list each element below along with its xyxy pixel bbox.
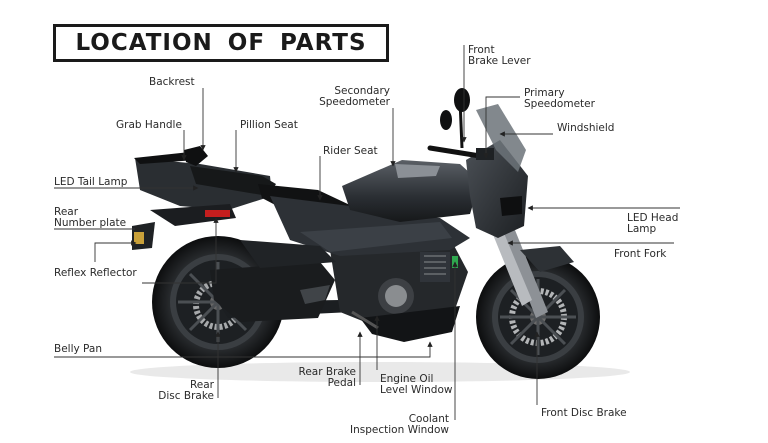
label-coolant-inspection-window: Coolant Inspection Window bbox=[340, 414, 449, 436]
label-engine-oil-line1: Engine Oil bbox=[380, 373, 434, 385]
label-belly-pan: Belly Pan bbox=[54, 343, 102, 355]
label-secondary-speedometer: Secondary Speedometer bbox=[316, 86, 390, 108]
label-secondary-speedometer-line2: Speedometer bbox=[319, 96, 390, 108]
rear-brake-pedal-shape bbox=[351, 310, 379, 330]
label-windshield: Windshield bbox=[557, 122, 615, 134]
label-pillion-seat: Pillion Seat bbox=[240, 119, 298, 131]
label-engine-oil-line2: Level Window bbox=[380, 384, 453, 396]
title-box: LOCATION OF PARTS bbox=[53, 24, 389, 62]
label-coolant-line1: Coolant bbox=[408, 413, 449, 425]
engine bbox=[330, 238, 468, 328]
label-secondary-speedometer-line1: Secondary bbox=[334, 85, 390, 97]
motorcycle-illustration bbox=[130, 88, 630, 382]
label-led-head-lamp: LED Head Lamp bbox=[627, 213, 678, 235]
label-led-tail-lamp: LED Tail Lamp bbox=[54, 176, 128, 188]
label-rear-brake-pedal-line2: Pedal bbox=[327, 377, 356, 389]
label-rear-brake-pedal-line1: Rear Brake bbox=[298, 366, 357, 378]
label-primary-speedometer: Primary Speedometer bbox=[524, 88, 595, 110]
label-led-head-lamp-line1: LED Head bbox=[627, 212, 679, 224]
label-rider-seat: Rider Seat bbox=[323, 145, 378, 157]
page-title: LOCATION OF PARTS bbox=[75, 30, 367, 56]
label-rear-number-plate-line1: Rear bbox=[54, 206, 79, 218]
label-coolant-line2: Inspection Window bbox=[350, 424, 449, 436]
label-rear-disc-brake-line1: Rear bbox=[189, 379, 214, 391]
label-front-fork: Front Fork bbox=[614, 248, 667, 260]
label-rear-disc-brake-line2: Disc Brake bbox=[158, 390, 214, 402]
label-primary-speedometer-line1: Primary bbox=[524, 87, 565, 99]
label-front-brake-lever-line2: Brake Lever bbox=[468, 55, 531, 67]
label-backrest: Backrest bbox=[149, 76, 195, 88]
pillion-seat-shape bbox=[190, 166, 276, 196]
fuel-tank bbox=[342, 160, 480, 222]
label-front-brake-lever: Front Brake Lever bbox=[468, 45, 531, 67]
exhaust bbox=[210, 262, 335, 322]
label-reflex-reflector: Reflex Reflector bbox=[54, 267, 137, 279]
label-rear-number-plate: Rear Number plate bbox=[54, 207, 126, 229]
label-engine-oil-level-window: Engine Oil Level Window bbox=[380, 374, 452, 396]
belly-pan bbox=[360, 306, 460, 342]
backrest-shape bbox=[184, 146, 208, 166]
label-rear-disc-brake: Rear Disc Brake bbox=[140, 380, 214, 402]
label-led-head-lamp-line2: Lamp bbox=[627, 223, 657, 235]
windshield-shape bbox=[476, 104, 526, 172]
label-grab-handle: Grab Handle bbox=[116, 119, 182, 131]
label-front-brake-lever-line1: Front bbox=[468, 44, 495, 56]
grab-handle-shape bbox=[134, 152, 196, 164]
label-rear-brake-pedal: Rear Brake Pedal bbox=[284, 366, 357, 389]
label-primary-speedometer-line2: Speedometer bbox=[524, 98, 595, 110]
label-front-disc-brake: Front Disc Brake bbox=[541, 407, 627, 419]
leader-lines bbox=[54, 45, 680, 420]
label-rear-number-plate-line2: Number plate bbox=[54, 217, 127, 229]
handlebar bbox=[427, 88, 494, 160]
